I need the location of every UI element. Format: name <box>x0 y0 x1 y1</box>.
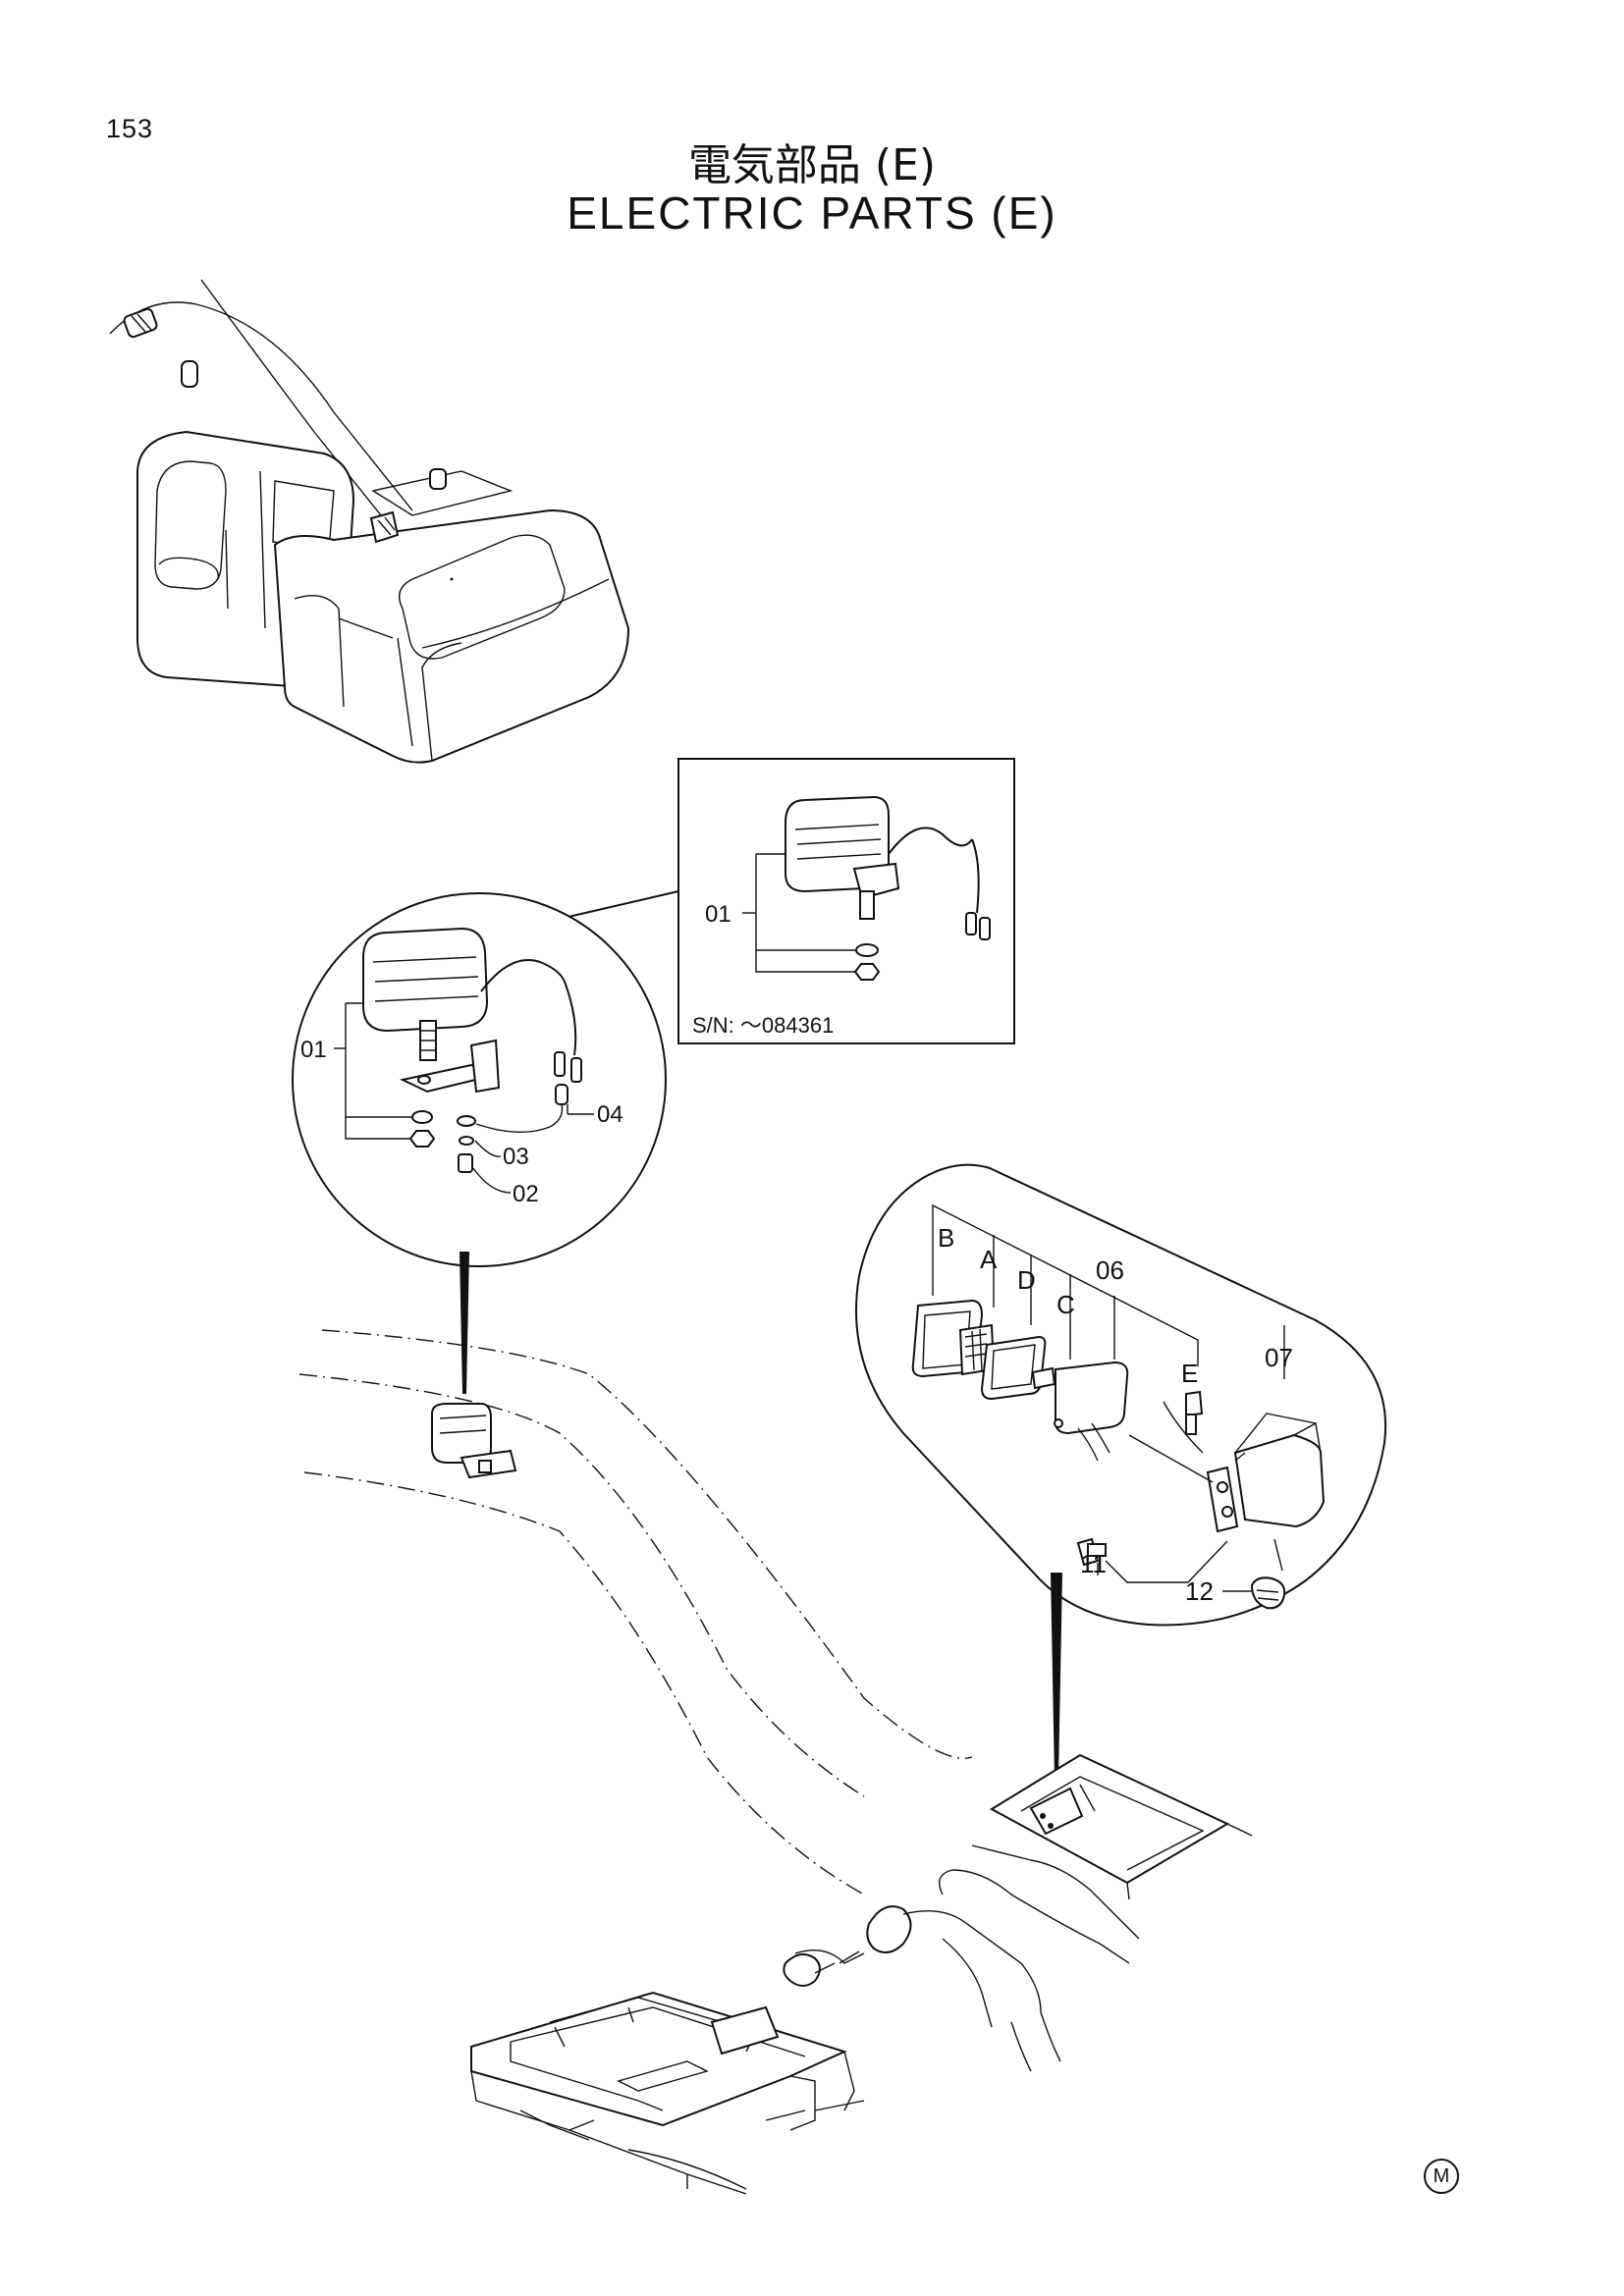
capsule-label-C: C <box>1056 1290 1075 1319</box>
capsule-label-E: E <box>1181 1359 1198 1388</box>
machine-base-drawing <box>470 1753 1253 2195</box>
serial-number-label: S/N: ～084361 <box>692 1013 834 1038</box>
circle-part-03-label: 03 <box>503 1144 529 1170</box>
capsule-part-11-label: 11 <box>1080 1549 1107 1578</box>
excavator-overview-drawing <box>109 279 630 764</box>
capsule-label-A: A <box>980 1245 998 1274</box>
capsule-part-07-label: 07 <box>1265 1343 1293 1372</box>
capsule-part-06-label: 06 <box>1096 1255 1124 1285</box>
left-detail-circle: 01 04 03 02 <box>292 892 667 1267</box>
capsule-label-D: D <box>1017 1265 1036 1295</box>
right-pointer <box>1051 1573 1062 1779</box>
capsule-label-B: B <box>938 1223 954 1253</box>
page-number: 153 <box>106 114 154 143</box>
inset-part-01-label: 01 <box>705 901 731 928</box>
serial-inset-box: 01 S/N: ～084361 <box>677 758 1015 1044</box>
circle-part-02-label: 02 <box>513 1181 539 1207</box>
right-detail-capsule: B A D C 06 E 07 11 12 <box>855 1163 1387 1627</box>
capsule-part-12-label: 12 <box>1185 1576 1214 1606</box>
page-title-japanese: 電気部品 (E) <box>687 140 937 190</box>
manufacturer-mark-icon: M <box>1424 2159 1459 2194</box>
circle-part-01-label: 01 <box>300 1037 327 1063</box>
page-title-english: ELECTRIC PARTS (E) <box>567 187 1057 239</box>
boom-drawing <box>298 1329 973 1896</box>
circle-part-04-label: 04 <box>597 1101 623 1128</box>
left-pointer <box>460 1252 469 1394</box>
